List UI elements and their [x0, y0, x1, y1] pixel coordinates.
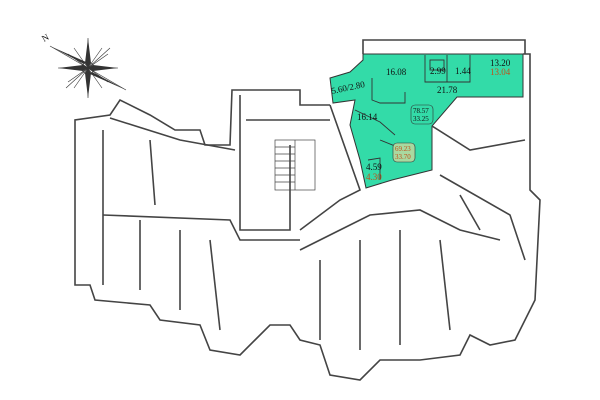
room-area-label: 4.59: [366, 162, 382, 172]
room-area-label: 2.99: [430, 66, 446, 76]
total-area-box: [410, 104, 434, 125]
room-area-label: 13.20: [490, 58, 511, 68]
total-area: 78.57: [413, 107, 429, 115]
room-area-label: 16.08: [386, 67, 407, 77]
north-label: N: [40, 32, 51, 44]
room-area-label: 21.78: [437, 85, 458, 95]
compass-rose-icon: [49, 38, 127, 98]
room-area-label: 16.14: [357, 112, 378, 122]
building-walls: [74, 39, 541, 381]
living-area: 33.25: [413, 115, 429, 123]
room-reduced-area-label: 4.30: [366, 172, 382, 182]
room-reduced-area-label: 13.04: [490, 67, 511, 77]
reduced-living-area: 33.70: [395, 153, 411, 161]
reduced-total-area: 69.23: [395, 145, 411, 153]
staircase: [274, 139, 316, 191]
room-area-label: 1.44: [455, 66, 471, 76]
apartment-highlight[interactable]: [329, 53, 524, 189]
reduced-area-box: [392, 142, 416, 163]
